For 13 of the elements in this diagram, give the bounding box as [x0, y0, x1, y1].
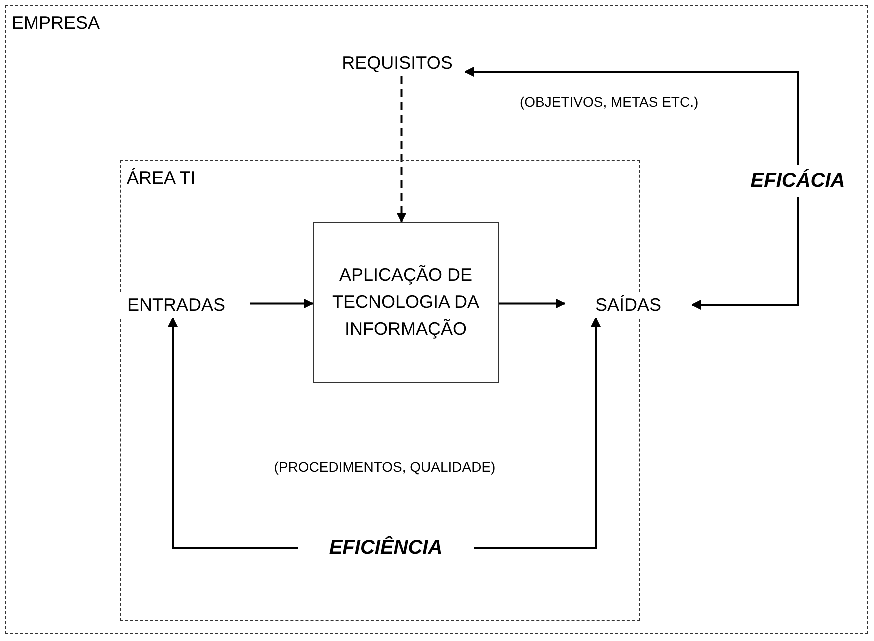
arrow — [396, 76, 407, 223]
arrow — [250, 298, 314, 309]
arrow — [474, 317, 601, 549]
note-text: (PROCEDIMENTOS, QUALIDADE) — [274, 458, 496, 477]
arrow — [499, 298, 566, 309]
region-title: EMPRESA — [12, 12, 100, 35]
region-title: ÁREA TI — [127, 167, 196, 190]
dashed-region — [5, 5, 868, 634]
process-box: APLICAÇÃO DE TECNOLOGIA DA INFORMAÇÃO — [313, 222, 499, 383]
node-label: SAÍDAS — [565, 292, 692, 318]
arrow — [168, 317, 298, 549]
arrow — [691, 197, 799, 310]
arrow — [464, 67, 799, 165]
